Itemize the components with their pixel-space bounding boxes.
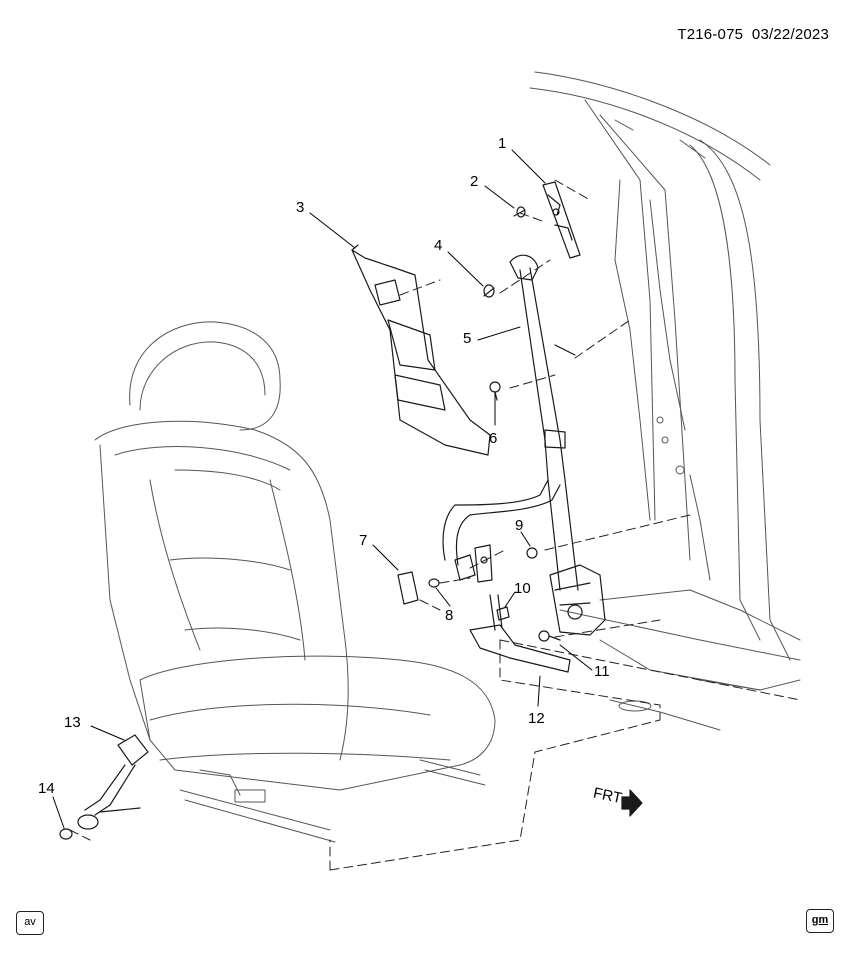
- part-bolt-14: [59, 814, 99, 840]
- callout-5: 5: [463, 330, 471, 347]
- av-badge: av: [16, 911, 44, 935]
- callout-6: 6: [489, 430, 497, 447]
- callout-8: 8: [445, 607, 453, 624]
- callout-labels: 1 2 3 4 5 6 7 8 9 10 11 12 13 14 FRT: [38, 135, 623, 807]
- part-pretensioner: [469, 594, 571, 673]
- diagram-id: T216-075: [677, 26, 744, 43]
- callout-1: 1: [498, 135, 506, 152]
- direction-label: FRT: [592, 784, 624, 807]
- callout-10: 10: [514, 580, 531, 597]
- part-bolt-8: [428, 578, 440, 588]
- callout-7: 7: [359, 532, 367, 549]
- callout-2: 2: [470, 173, 478, 190]
- b-pillar-body: [529, 71, 801, 731]
- part-anchor-cover: [397, 571, 419, 605]
- part-bolt-2: [513, 206, 526, 218]
- callout-leaders: [52, 149, 593, 829]
- leader-lines: [69, 179, 801, 871]
- part-pillar-trim: [351, 244, 491, 456]
- part-nut-10: [496, 606, 510, 621]
- part-bolt-11: [538, 630, 561, 642]
- part-bolt-4: [483, 284, 495, 298]
- part-lower-anchor: [454, 544, 493, 583]
- part-shoulder-belt: [442, 254, 579, 591]
- callout-9: 9: [515, 517, 523, 534]
- callout-3: 3: [296, 199, 304, 216]
- callout-4: 4: [434, 237, 442, 254]
- callout-12: 12: [528, 710, 545, 727]
- part-retractor: [549, 564, 606, 636]
- callout-13: 13: [64, 714, 81, 731]
- diagram-code: T216-075 03/22/2023: [677, 26, 829, 43]
- callout-14: 14: [38, 780, 55, 797]
- part-seat-buckle: [84, 734, 149, 816]
- diagram-date: 03/22/2023: [751, 26, 829, 43]
- gm-logo: gm: [806, 909, 834, 933]
- front-direction-arrow: [621, 789, 643, 817]
- front-seat: [94, 321, 496, 843]
- callout-11: 11: [594, 663, 610, 680]
- part-bolt-9: [526, 547, 538, 559]
- part-upper-guide: [542, 181, 581, 259]
